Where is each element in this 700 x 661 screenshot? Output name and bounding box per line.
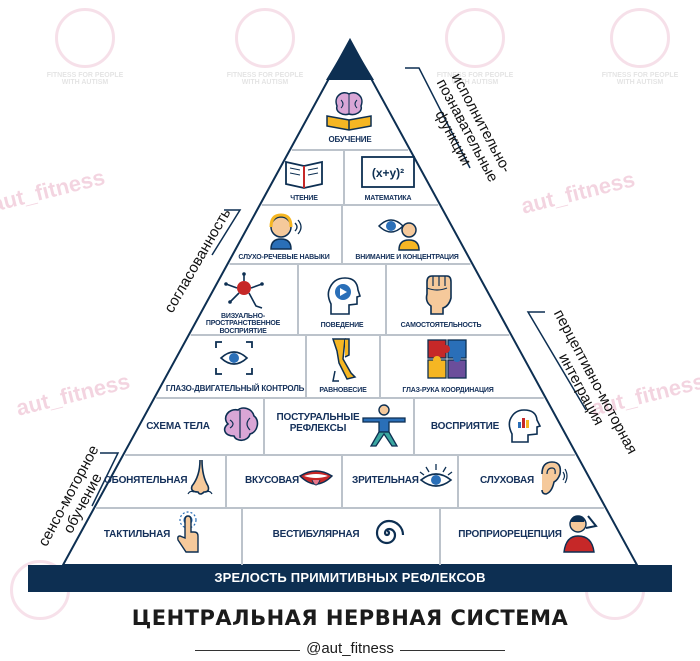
cell-label: ГЛАЗО-ДВИГАТЕЛЬНЫЙ КОНТРОЛЬ: [165, 384, 305, 393]
cell-label: ЧТЕНИЕ: [290, 195, 318, 202]
cell-label: ВКУСОВАЯ: [244, 475, 300, 486]
cell-label: ПОСТУРАЛЬНЫЕ РЕФЛЕКСЫ: [276, 412, 360, 434]
pyramid-grid: [96, 149, 604, 565]
cell-label: ВНИМАНИЕ И КОНЦЕНТРАЦИЯ: [355, 254, 459, 261]
puzzle-icon: [427, 339, 467, 379]
cell-label: ВИЗУАЛЬНО-ПРОСТРАНСТВЕННОЕ ВОСПРИЯТИЕ: [205, 313, 281, 335]
brain-icon: [223, 407, 259, 442]
cell-label: РАВНОВЕСИЕ: [319, 387, 367, 394]
head-play-icon: [327, 277, 361, 315]
neuron-icon: [224, 272, 264, 309]
cell-label: ТАКТИЛЬНАЯ: [103, 529, 171, 540]
cell-label: МАТЕМАТИКА: [364, 195, 412, 202]
eye-focus-icon: [215, 341, 253, 375]
cell-label: ПРОПРИОРЕЦЕПЦИЯ: [458, 529, 562, 540]
guide-cognitive: [405, 67, 471, 169]
brain-book-icon: [326, 92, 372, 131]
cell-label: ЗРИТЕЛЬНАЯ: [352, 475, 419, 486]
cell-label: ГЛАЗ-РУКА КООРДИНАЦИЯ: [402, 387, 494, 394]
eye-icon: [419, 464, 453, 487]
base-label: ЗРЕЛОСТЬ ПРИМИТИВНЫХ РЕФЛЕКСОВ: [214, 570, 486, 585]
formula-board-icon: (x+y)²: [361, 156, 415, 188]
cell-label: СЛУХО-РЕЧЕВЫЕ НАВЫКИ: [238, 254, 330, 261]
head-chart-icon: [508, 409, 542, 443]
person-pose-icon: [563, 515, 598, 553]
cell-label: ПОВЕДЕНИЕ: [320, 322, 364, 329]
ear-icon: [541, 461, 568, 495]
handle-footer: @aut_fitness: [0, 640, 700, 658]
svg-text:(x+y)²: (x+y)²: [372, 166, 404, 180]
book-icon: [285, 160, 323, 189]
cell-label: СХЕМА ТЕЛА: [146, 421, 210, 432]
guide-sensory: [91, 452, 120, 507]
cell-label: ВЕСТИБУЛЯРНАЯ: [272, 529, 360, 540]
cell-label: СЛУХОВАЯ: [480, 475, 534, 486]
account-handle: @aut_fitness: [300, 640, 400, 657]
cell-label: ВОСПРИЯТИЕ: [430, 421, 500, 432]
guide-perceptual: [526, 311, 587, 411]
page-title: ЦЕНТРАЛЬНАЯ НЕРВНАЯ СИСТЕМА: [131, 606, 569, 630]
cell-label: САМОСТОЯТЕЛЬНОСТЬ: [400, 322, 482, 329]
spiral-icon: [375, 519, 405, 545]
guide-coordination: [211, 209, 242, 256]
fist-icon: [425, 275, 452, 315]
pyramid-apex: [326, 40, 374, 80]
base-band: [28, 565, 672, 592]
standing-person-icon: [362, 404, 406, 447]
touch-hand-icon: [177, 511, 199, 553]
speaking-person-icon: [269, 213, 302, 250]
eye-person-icon: [377, 219, 420, 251]
cell-label: ОБУЧЕНИЕ: [328, 135, 372, 144]
mouth-icon: [298, 470, 334, 486]
legs-balance-icon: [331, 338, 357, 382]
cell-label: ОБОНЯТЕЛЬНАЯ: [104, 475, 188, 486]
nose-icon: [187, 459, 213, 495]
